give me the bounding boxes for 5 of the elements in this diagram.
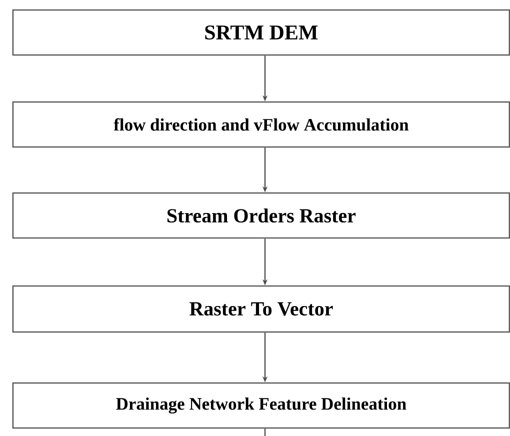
process-box: SRTM DEM: [12, 9, 510, 56]
process-box: Raster To Vector: [12, 285, 510, 333]
process-box: Stream Orders Raster: [12, 192, 510, 239]
process-box: Drainage Network Feature Delineation: [12, 382, 510, 429]
process-box: flow direction and vFlow Accumulation: [12, 101, 510, 148]
